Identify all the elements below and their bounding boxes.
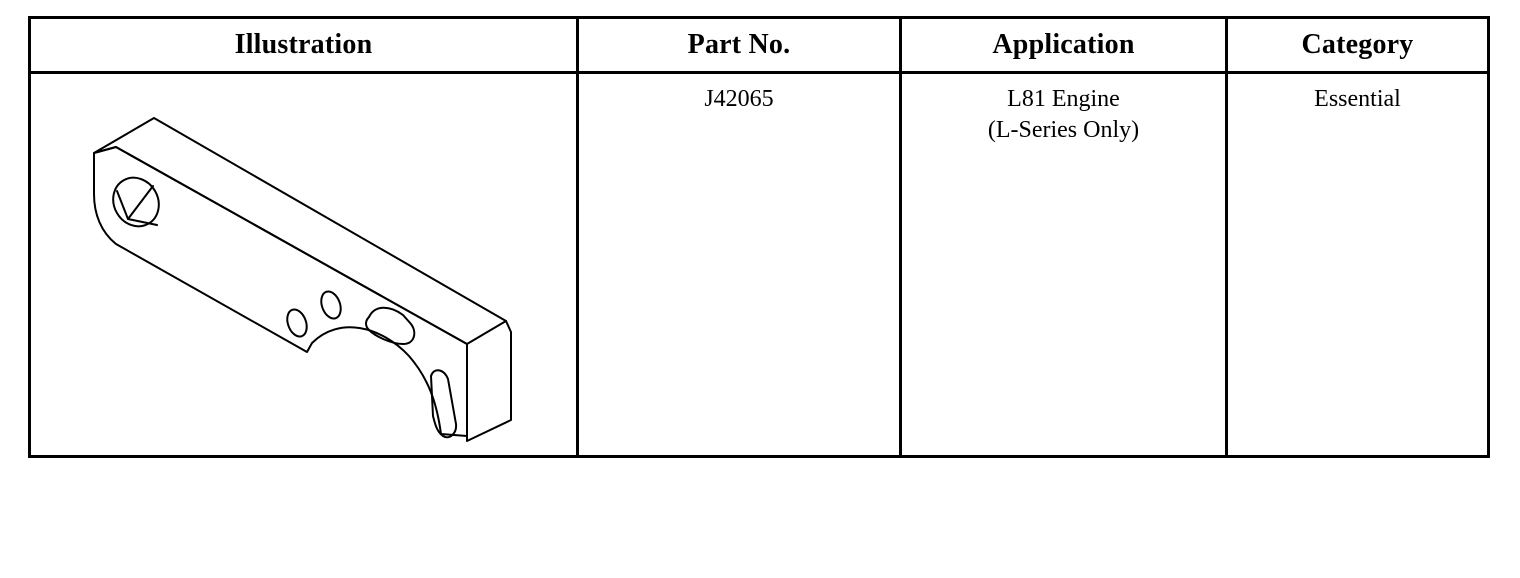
application-engine: L81 Engine — [1007, 86, 1120, 112]
slot-hole — [365, 306, 416, 345]
header-category: Category — [1301, 29, 1414, 60]
column-divider — [899, 19, 902, 455]
category-value: Essential — [1314, 86, 1401, 112]
application-series: (L-Series Only) — [987, 117, 1140, 143]
bracket-end-face — [466, 320, 512, 442]
slot-hole — [430, 369, 458, 439]
tool-table: Illustration Part No. Application Catego… — [28, 16, 1490, 458]
header-illustration: Illustration — [234, 29, 373, 60]
part-number-cell: J42065 — [579, 74, 899, 455]
part-number: J42065 — [704, 86, 774, 112]
small-hole — [320, 290, 342, 320]
hole-cross — [127, 218, 158, 226]
header-part-no: Part No. — [687, 29, 791, 60]
application-cell: L81 Engine (L-Series Only) — [902, 74, 1225, 455]
column-divider — [1225, 19, 1228, 455]
engine-bracket-tool-illustration — [93, 117, 512, 442]
header-divider — [31, 71, 1487, 74]
round-hole — [112, 176, 160, 228]
illustration-cell — [31, 74, 576, 460]
category-cell: Essential — [1228, 74, 1487, 455]
column-divider — [576, 19, 579, 455]
bracket-edge — [93, 146, 117, 154]
hole-cross — [116, 185, 154, 220]
bracket-top-face — [93, 117, 507, 345]
header-application: Application — [992, 29, 1135, 60]
small-hole — [286, 308, 308, 338]
